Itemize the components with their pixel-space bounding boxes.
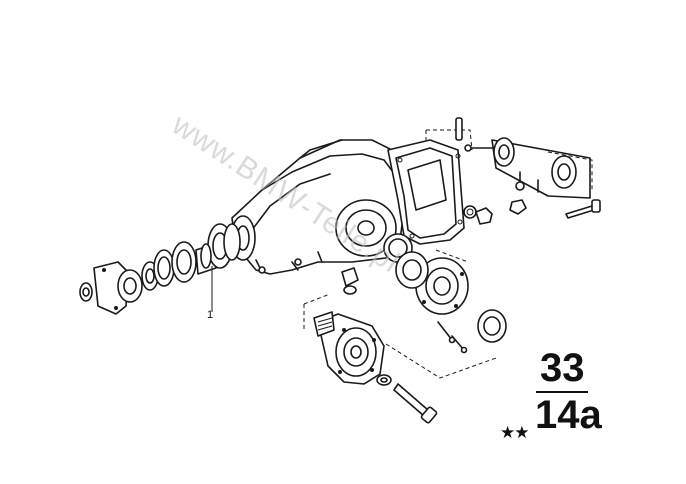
reference-lines-top xyxy=(425,129,593,190)
flange-washer xyxy=(376,374,392,386)
differential-housing xyxy=(230,139,405,275)
flange-nut xyxy=(79,282,93,302)
pinion-bearing-outer xyxy=(153,241,197,287)
subgroup-number: 14a xyxy=(535,393,602,437)
flange-bolt xyxy=(393,383,438,424)
shaft-seal-right xyxy=(477,309,507,343)
group-number: 33 xyxy=(540,346,585,390)
rear-cover-plate xyxy=(387,139,465,245)
group-divider xyxy=(536,391,588,393)
stars-marker: ★★ xyxy=(500,423,530,443)
reference-lines-bottom xyxy=(303,249,497,379)
output-flange xyxy=(317,313,385,385)
rear-mount-bracket xyxy=(464,137,591,199)
drive-flange xyxy=(93,261,143,315)
callout-label-1: 1 xyxy=(207,309,214,321)
mounting-bolt xyxy=(565,199,601,219)
drain-plug xyxy=(341,267,359,295)
pinion-bearing-inner xyxy=(207,223,241,269)
shim-washer xyxy=(200,243,212,269)
output-shaft-spline xyxy=(313,311,335,337)
small-screws xyxy=(437,321,468,354)
cover-fasteners xyxy=(463,181,527,225)
dowel-pin xyxy=(455,117,463,141)
side-cover-outer xyxy=(395,251,429,289)
